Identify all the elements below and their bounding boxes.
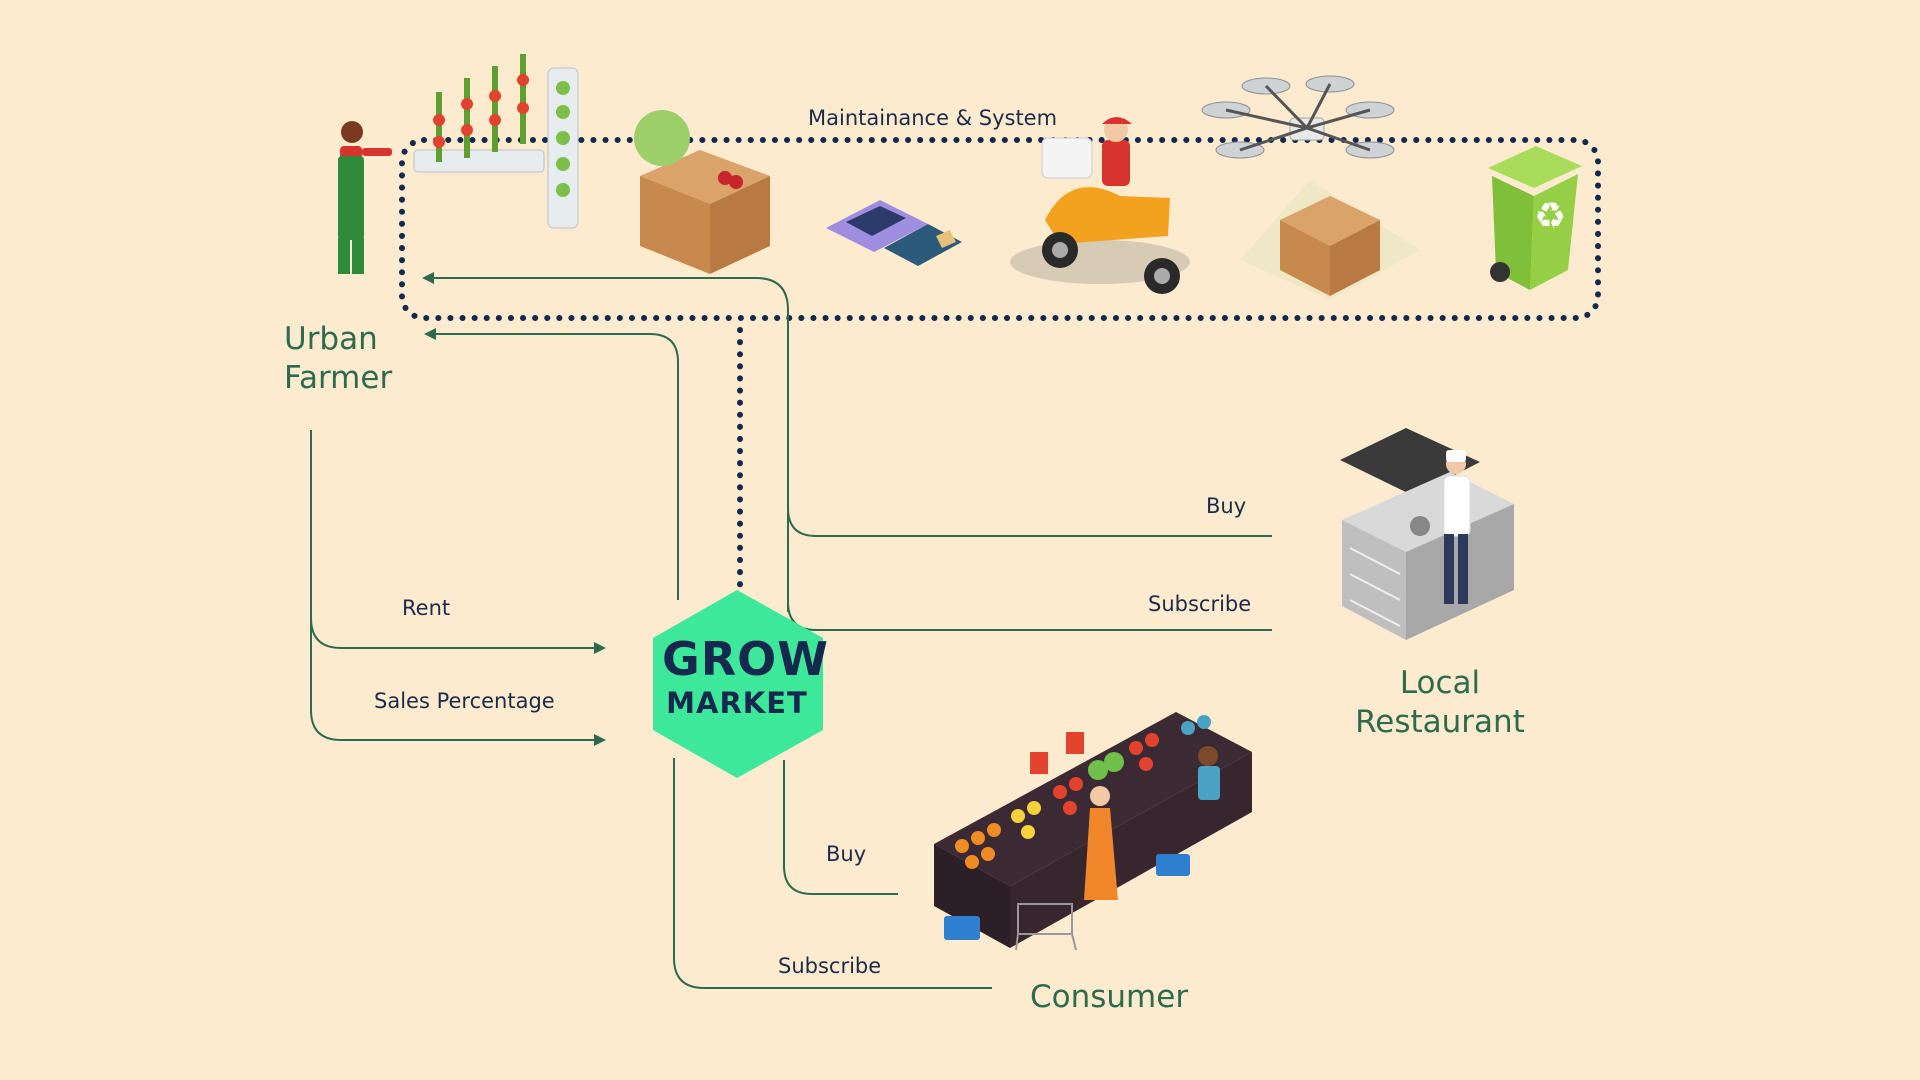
urban-farmer-figure (338, 121, 392, 274)
consumer-buy-label: Buy (826, 842, 867, 866)
hub-title-line1: GROW (662, 632, 830, 686)
maintenance-system-label: Maintainance & System (808, 106, 1058, 130)
sales-percentage-label: Sales Percentage (374, 689, 555, 713)
hub-to-farmer-arrow-bottom (424, 328, 679, 600)
rent-arrow (310, 430, 606, 654)
restaurant-subscribe-label: Subscribe (1148, 592, 1252, 616)
delivery-scooter-icon (1010, 117, 1190, 294)
vertical-farm-icon (413, 54, 579, 229)
svg-text:♻: ♻ (1534, 196, 1566, 237)
local-restaurant-line1: Local (1399, 665, 1481, 701)
local-restaurant-label: Local Restaurant (1340, 664, 1540, 742)
restaurant-kitchen-icon (1340, 428, 1514, 640)
delivery-drone-icon (1201, 75, 1420, 300)
flow-lines (310, 272, 1272, 989)
hub-to-farmer-arrow-top (422, 272, 789, 612)
consumer-buy-line (783, 760, 898, 895)
local-restaurant-line2: Restaurant (1355, 704, 1525, 740)
consumer-label: Consumer (1030, 979, 1189, 1015)
restaurant-buy-line (787, 507, 1272, 537)
grow-market-hub (653, 590, 823, 778)
recycle-bin-icon: ♻ (1488, 146, 1582, 290)
sales-percentage-arrow (310, 618, 606, 746)
consumer-subscribe-line (673, 758, 992, 989)
consumer-subscribe-label: Subscribe (778, 954, 882, 978)
rent-label: Rent (402, 596, 451, 620)
urban-farmer-line2: Farmer (284, 360, 393, 396)
payment-terminal-icon (826, 200, 962, 266)
hub-title-line2: MARKET (666, 686, 808, 720)
urban-farmer-label: Urban Farmer (284, 320, 392, 398)
maintenance-loop (399, 137, 1601, 591)
market-stall-icon (934, 712, 1252, 951)
restaurant-buy-label: Buy (1206, 494, 1247, 518)
urban-farmer-line1: Urban (284, 321, 378, 357)
produce-box-icon (634, 110, 770, 274)
